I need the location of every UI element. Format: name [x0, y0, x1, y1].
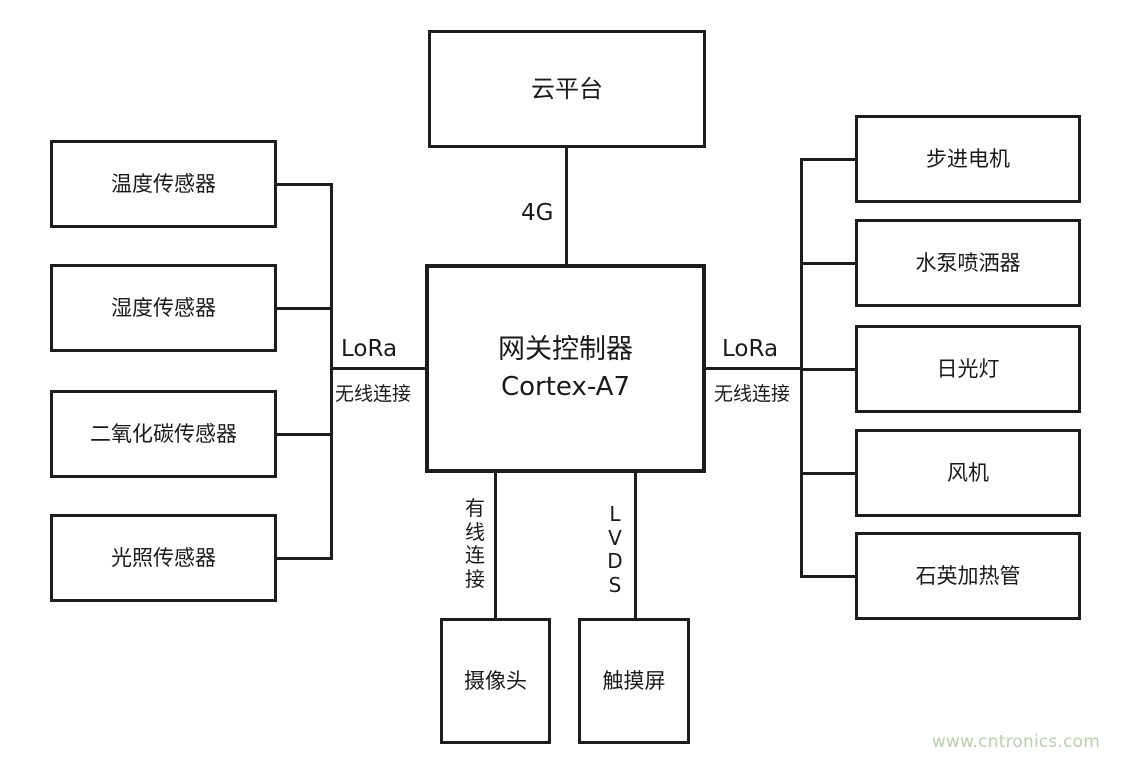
node-temperature-sensor-label: 温度传感器	[111, 171, 216, 196]
node-gateway-controller-label: 网关控制器	[498, 334, 633, 366]
node-fan[interactable]: 风机	[855, 429, 1081, 517]
node-fan-label: 风机	[947, 460, 989, 485]
wire-humidity-sensor-stub	[277, 307, 333, 310]
wire-fan-stub	[800, 472, 857, 475]
node-humidity-sensor-label: 湿度传感器	[111, 295, 216, 320]
node-cloud-platform-label: 云平台	[531, 75, 603, 103]
node-gateway-controller-sublabel: Cortex-A7	[500, 372, 630, 403]
edge-label-lora-right: LoRa	[722, 336, 779, 362]
node-fluorescent-lamp[interactable]: 日光灯	[855, 325, 1081, 413]
wire-fluorescent-lamp-stub	[800, 368, 857, 371]
node-stepper-motor[interactable]: 步进电机	[855, 115, 1081, 203]
node-gateway-controller[interactable]: 网关控制器 Cortex-A7	[425, 264, 706, 473]
node-camera[interactable]: 摄像头	[440, 618, 551, 744]
node-light-sensor[interactable]: 光照传感器	[50, 514, 277, 602]
wire-stepper-motor-stub	[800, 158, 857, 161]
wire-temperature-sensor-stub	[277, 183, 333, 186]
wire-cloud-to-gateway	[565, 148, 568, 266]
node-camera-label: 摄像头	[464, 668, 527, 693]
node-fluorescent-lamp-label: 日光灯	[936, 356, 1000, 381]
edge-label-wireless-left: 无线连接	[335, 383, 412, 405]
node-light-sensor-label: 光照传感器	[111, 545, 216, 570]
wire-sensor-bus-to-gateway	[330, 367, 428, 370]
edge-label-wired-connection: 有线连接	[465, 496, 485, 591]
edge-label-lora-left: LoRa	[341, 336, 398, 362]
node-water-pump-sprinkler[interactable]: 水泵喷洒器	[855, 219, 1081, 307]
wire-gateway-to-touchscreen	[634, 473, 637, 620]
edge-label-wireless-right: 无线连接	[714, 383, 791, 405]
node-touchscreen-label: 触摸屏	[602, 668, 666, 693]
wire-gateway-to-camera	[494, 473, 497, 620]
node-temperature-sensor[interactable]: 温度传感器	[50, 140, 277, 228]
node-cloud-platform[interactable]: 云平台	[428, 30, 706, 148]
wire-sensor-bus-vertical	[330, 183, 333, 560]
node-co2-sensor-label: 二氧化碳传感器	[90, 421, 237, 446]
wire-co2-sensor-stub	[277, 433, 333, 436]
watermark: www.cntronics.com	[931, 732, 1100, 752]
node-touchscreen[interactable]: 触摸屏	[578, 618, 690, 744]
node-quartz-heating-tube[interactable]: 石英加热管	[855, 532, 1081, 620]
wire-quartz-heating-tube-stub	[800, 575, 857, 578]
node-stepper-motor-label: 步进电机	[926, 146, 1010, 171]
edge-label-4g: 4G	[521, 200, 554, 226]
node-co2-sensor[interactable]: 二氧化碳传感器	[50, 390, 277, 478]
wire-light-sensor-stub	[277, 557, 333, 560]
edge-label-lvds: LVDS	[607, 502, 623, 597]
node-humidity-sensor[interactable]: 湿度传感器	[50, 264, 277, 352]
wire-water-pump-sprinkler-stub	[800, 262, 857, 265]
node-quartz-heating-tube-label: 石英加热管	[915, 563, 1021, 588]
node-water-pump-sprinkler-label: 水泵喷洒器	[915, 250, 1021, 275]
wire-gateway-to-actuator-bus	[704, 367, 803, 370]
